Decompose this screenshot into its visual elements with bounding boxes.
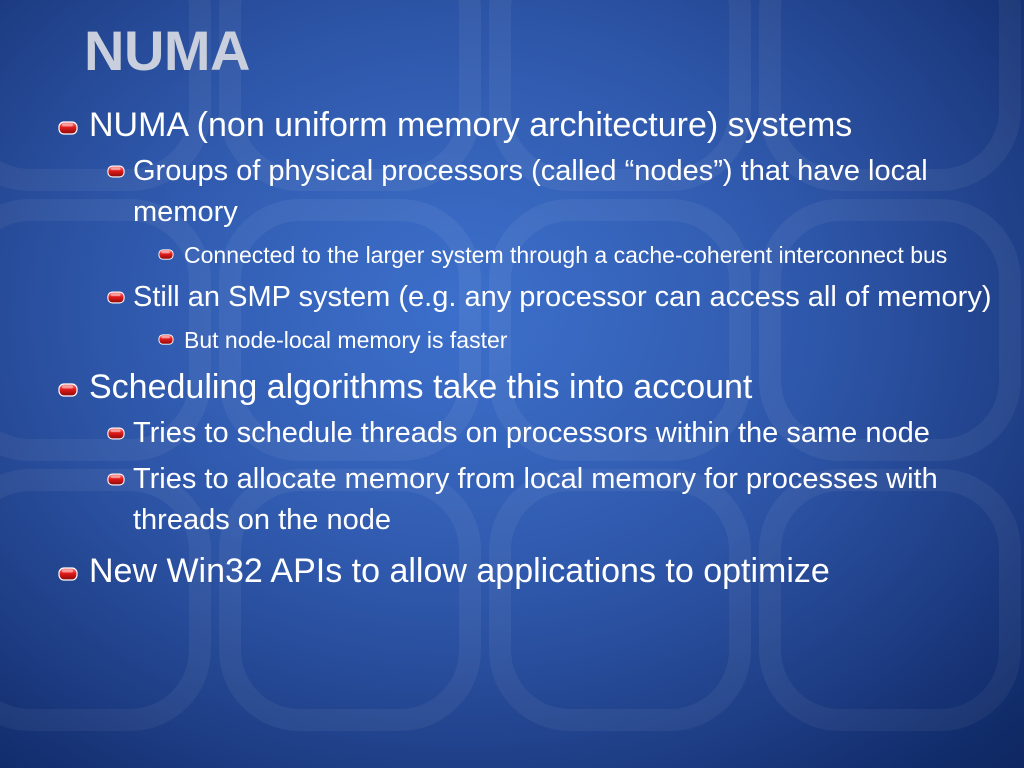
bullet-text: New Win32 APIs to allow applications to … bbox=[89, 552, 830, 590]
bullet-text: Tries to schedule threads on processors … bbox=[133, 417, 930, 449]
bullet-text: Still an SMP system (e.g. any processor … bbox=[133, 281, 992, 313]
bullet-item: Still an SMP system (e.g. any processor … bbox=[107, 277, 1013, 318]
red-pill-bullet-icon bbox=[107, 291, 125, 304]
bullet-item: Tries to schedule threads on processors … bbox=[107, 413, 1013, 454]
bullet-text: Scheduling algorithms take this into acc… bbox=[89, 368, 753, 406]
bullet-text: Connected to the larger system through a… bbox=[184, 242, 948, 268]
bullet-text: Tries to allocate memory from local memo… bbox=[133, 463, 938, 536]
bullet-list: NUMA (non uniform memory architecture) s… bbox=[0, 104, 1024, 592]
bullet-item: Groups of physical processors (called “n… bbox=[107, 151, 1013, 233]
red-pill-bullet-icon bbox=[58, 121, 78, 135]
bullet-item: Scheduling algorithms take this into acc… bbox=[58, 366, 1009, 408]
red-pill-bullet-icon bbox=[58, 383, 78, 397]
red-pill-bullet-icon bbox=[107, 473, 125, 486]
red-pill-bullet-icon bbox=[158, 334, 174, 345]
bullet-item: NUMA (non uniform memory architecture) s… bbox=[58, 104, 1009, 146]
bullet-item: Tries to allocate memory from local memo… bbox=[107, 459, 1013, 541]
bullet-text: Groups of physical processors (called “n… bbox=[133, 155, 928, 228]
red-pill-bullet-icon bbox=[107, 427, 125, 440]
red-pill-bullet-icon bbox=[107, 165, 125, 178]
bullet-item: But node-local memory is faster bbox=[158, 323, 984, 357]
bullet-item: Connected to the larger system through a… bbox=[158, 238, 984, 272]
bullet-item: New Win32 APIs to allow applications to … bbox=[58, 550, 1009, 592]
bullet-text: But node-local memory is faster bbox=[184, 327, 508, 353]
red-pill-bullet-icon bbox=[58, 567, 78, 581]
slide-title: NUMA bbox=[84, 19, 250, 82]
red-pill-bullet-icon bbox=[158, 249, 174, 260]
bullet-text: NUMA (non uniform memory architecture) s… bbox=[89, 106, 853, 144]
